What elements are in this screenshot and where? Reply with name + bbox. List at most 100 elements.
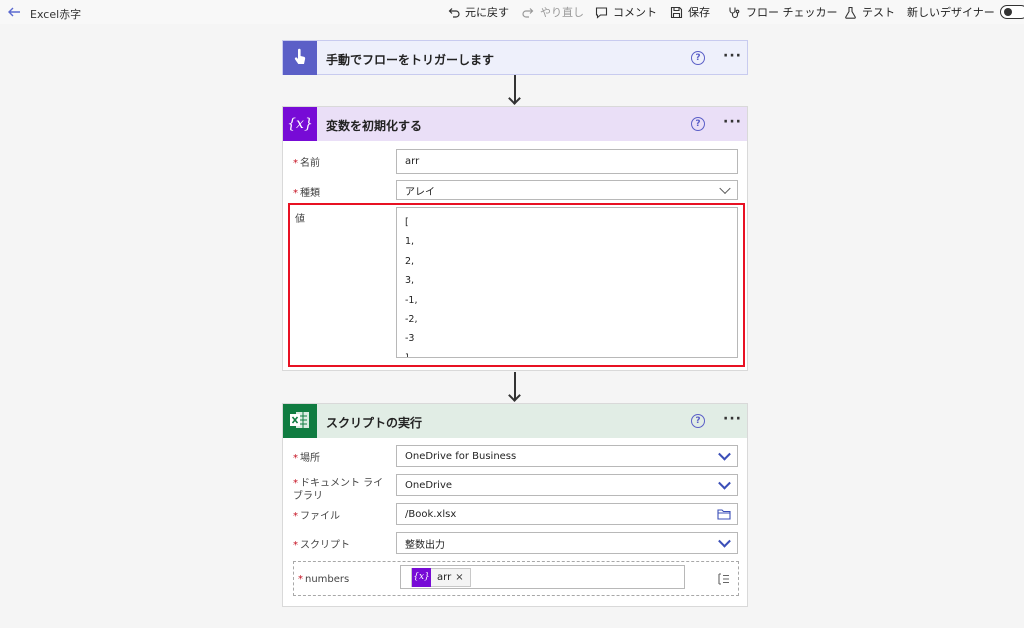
trigger-icon-box xyxy=(283,41,317,75)
required-marker: * xyxy=(293,188,298,199)
value-line: ] xyxy=(405,349,737,357)
script-label-text: スクリプト xyxy=(300,540,350,551)
type-selected-value: アレイ xyxy=(405,186,435,198)
script-select[interactable]: 整数出力 xyxy=(396,532,738,554)
variable-icon: {x} xyxy=(287,116,313,132)
library-selected-value: OneDrive xyxy=(405,479,453,491)
new-designer-label: 新しいデザイナー xyxy=(907,6,995,19)
save-label: 保存 xyxy=(688,6,710,19)
flow-checker-label: フロー チェッカー xyxy=(746,6,838,19)
redo-button[interactable]: やり直し xyxy=(521,4,584,20)
flow-title: Excel赤字 xyxy=(30,8,82,21)
value-line: -2, xyxy=(405,314,418,326)
stethoscope-icon xyxy=(727,5,741,19)
init-variable-more-button[interactable]: ··· xyxy=(723,114,742,130)
chevron-down-icon xyxy=(718,476,731,490)
required-marker: * xyxy=(293,478,298,489)
value-line: [ xyxy=(405,217,409,228)
value-highlight-box xyxy=(288,203,745,367)
undo-label: 元に戻す xyxy=(465,6,509,19)
trigger-card[interactable]: 手動でフローをトリガーします ? ··· xyxy=(282,40,748,75)
init-variable-title: 変数を初期化する xyxy=(326,119,423,133)
numbers-parameter-box xyxy=(293,561,739,596)
location-select[interactable]: OneDrive for Business xyxy=(396,445,738,467)
comment-icon xyxy=(594,5,608,19)
name-label-text: 名前 xyxy=(300,158,320,169)
init-variable-header: {x} 変数を初期化する ? ··· xyxy=(283,107,747,141)
location-label-text: 場所 xyxy=(300,453,320,464)
value-line: -3 xyxy=(405,333,415,345)
comment-button[interactable]: コメント xyxy=(594,4,657,20)
required-marker: * xyxy=(298,574,303,585)
variable-value-textarea[interactable]: [ 1, 2, 3, -1, -2, -3 ] xyxy=(396,207,738,358)
top-bar: Excel赤字 元に戻す やり直し コメント 保存 フロー チェッカー テスト … xyxy=(0,0,1024,24)
flask-icon xyxy=(843,5,857,19)
location-selected-value: OneDrive for Business xyxy=(405,450,517,462)
numbers-token-input[interactable]: {x} arr × xyxy=(400,565,685,589)
file-picker-input[interactable]: /Book.xlsx xyxy=(396,503,738,525)
connector-arrow xyxy=(514,75,516,103)
trigger-more-button[interactable]: ··· xyxy=(723,48,742,64)
init-variable-help-icon[interactable]: ? xyxy=(691,117,705,131)
init-variable-card[interactable]: {x} 変数を初期化する ? ··· *名前 arr *種類 アレイ 値 [ 1… xyxy=(282,106,748,371)
array-toggle-icon[interactable] xyxy=(717,572,731,589)
run-script-card[interactable]: スクリプトの実行 ? ··· *場所 OneDrive for Business… xyxy=(282,403,748,607)
library-label-text: ドキュメント ライブラリ xyxy=(293,478,384,502)
file-value: /Book.xlsx xyxy=(405,508,457,520)
comment-label: コメント xyxy=(613,6,657,19)
required-marker: * xyxy=(293,540,298,551)
required-marker: * xyxy=(293,158,298,169)
value-line: 2, xyxy=(405,255,415,267)
chevron-down-icon xyxy=(718,447,731,461)
script-field-label: *スクリプト xyxy=(293,536,350,551)
file-label-text: ファイル xyxy=(300,511,340,522)
connector-arrowhead xyxy=(508,389,521,402)
numbers-field-label: *numbers xyxy=(298,574,349,585)
folder-icon[interactable] xyxy=(717,508,731,523)
test-label: テスト xyxy=(862,6,895,19)
type-label-text: 種類 xyxy=(300,188,320,199)
variable-name-input[interactable]: arr xyxy=(396,149,738,174)
required-marker: * xyxy=(293,453,298,464)
trigger-help-icon[interactable]: ? xyxy=(691,51,705,65)
token-label: arr xyxy=(437,571,452,583)
trigger-title: 手動でフローをトリガーします xyxy=(326,53,495,67)
name-field-label: *名前 xyxy=(293,154,320,169)
required-marker: * xyxy=(293,511,298,522)
run-script-more-button[interactable]: ··· xyxy=(723,411,742,427)
value-line: 1, xyxy=(405,236,415,248)
back-arrow-icon[interactable] xyxy=(6,4,22,20)
undo-button[interactable]: 元に戻す xyxy=(446,4,509,20)
variable-icon: {x} xyxy=(412,567,431,587)
connector-arrow xyxy=(514,372,516,400)
variable-type-select[interactable]: アレイ xyxy=(396,180,738,200)
variable-token[interactable]: {x} arr × xyxy=(411,567,471,587)
value-field-label: 値 xyxy=(295,214,305,225)
save-icon xyxy=(669,5,683,19)
library-field-label: *ドキュメント ライブラリ xyxy=(293,477,393,503)
redo-icon xyxy=(521,5,535,19)
redo-label: やり直し xyxy=(540,6,584,19)
toggle-knob xyxy=(1004,8,1012,16)
file-field-label: *ファイル xyxy=(293,507,340,522)
run-script-help-icon[interactable]: ? xyxy=(691,414,705,428)
undo-icon xyxy=(446,5,460,19)
chevron-down-icon xyxy=(718,534,731,548)
numbers-label-text: numbers xyxy=(305,574,350,585)
run-script-header: スクリプトの実行 ? ··· xyxy=(283,404,747,438)
token-remove-icon[interactable]: × xyxy=(455,571,464,583)
location-field-label: *場所 xyxy=(293,449,320,464)
variable-icon-box: {x} xyxy=(283,107,317,141)
script-selected-value: 整数出力 xyxy=(405,539,445,551)
excel-icon-box xyxy=(283,404,317,438)
flow-checker-button[interactable]: フロー チェッカー xyxy=(727,4,838,20)
run-script-title: スクリプトの実行 xyxy=(326,416,423,430)
test-button[interactable]: テスト xyxy=(843,4,895,20)
value-line: 3, xyxy=(405,275,415,287)
document-library-select[interactable]: OneDrive xyxy=(396,474,738,496)
excel-icon xyxy=(289,410,311,433)
value-line: -1, xyxy=(405,294,418,306)
new-designer-toggle[interactable] xyxy=(1000,5,1024,19)
chevron-down-icon xyxy=(719,182,731,195)
save-button[interactable]: 保存 xyxy=(669,4,710,20)
